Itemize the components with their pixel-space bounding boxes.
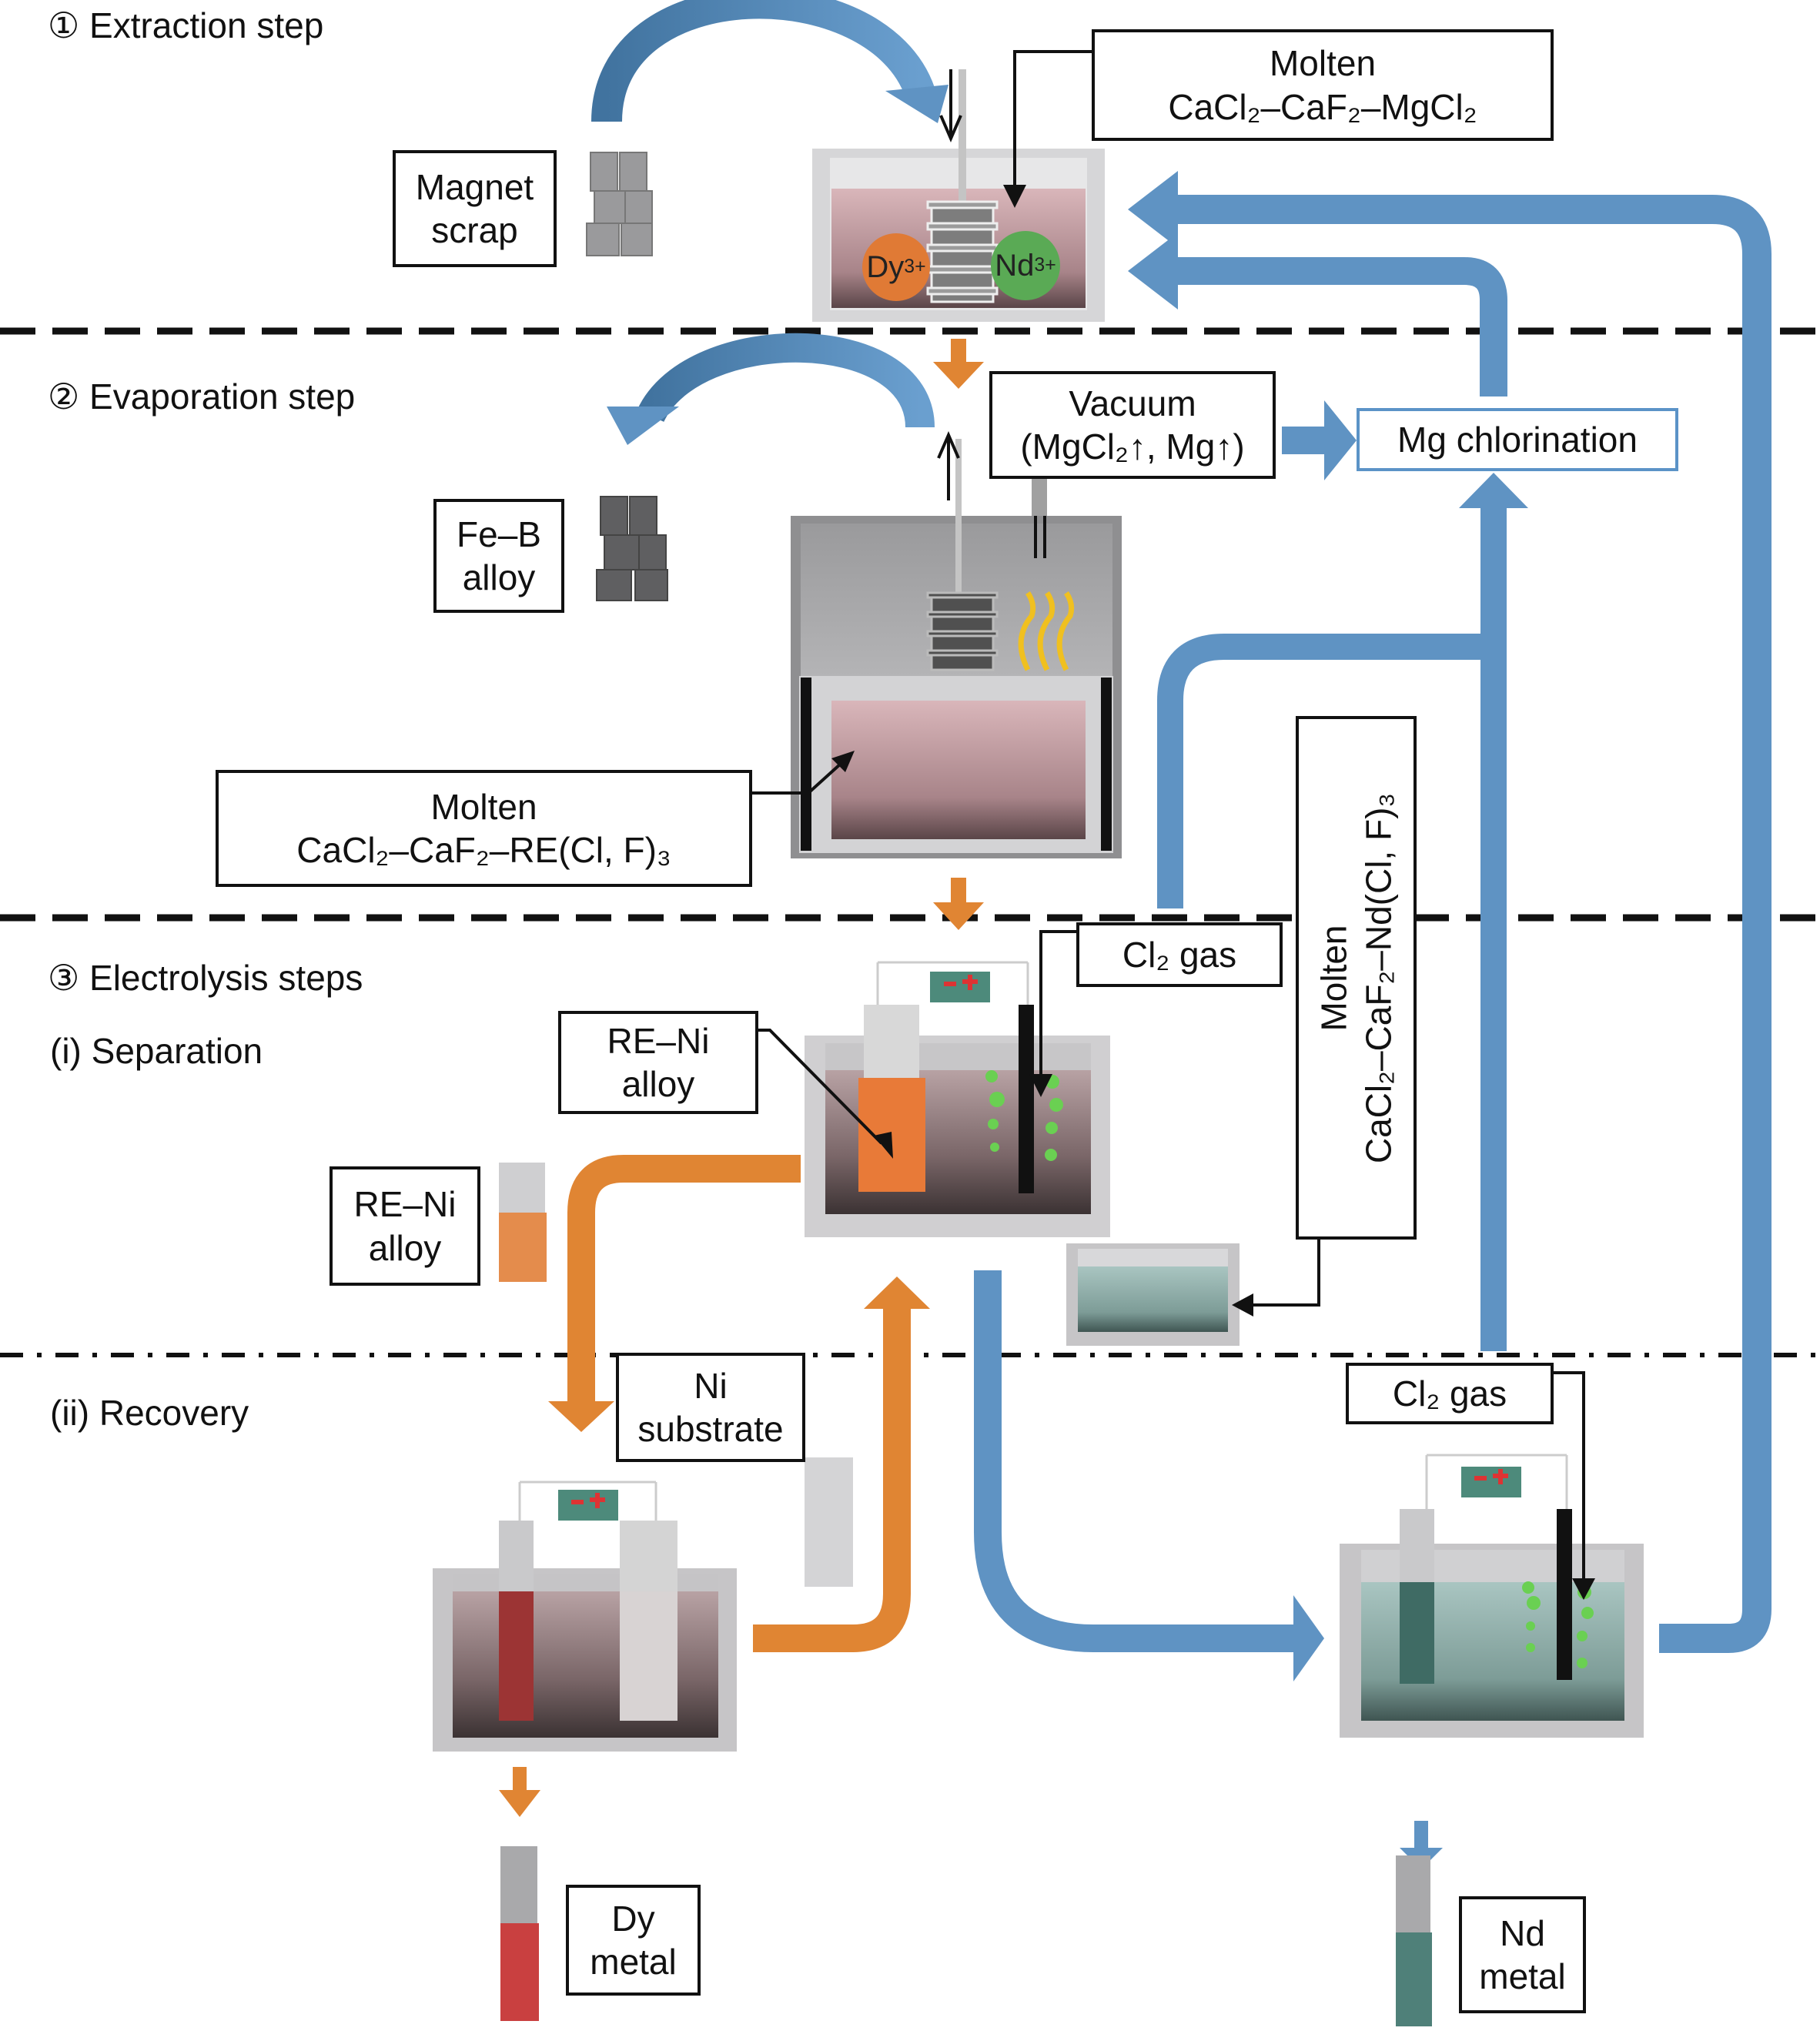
step-number: ③ bbox=[48, 958, 80, 998]
power-supply-icon bbox=[930, 972, 990, 1002]
step-label: Evaporation step bbox=[89, 376, 356, 417]
label-ni-substrate: Ni substrate bbox=[616, 1353, 805, 1462]
blue-flow-inner-return bbox=[1178, 257, 1507, 396]
orange-flow-sep-to-recovery bbox=[567, 1155, 801, 1401]
nd-salt-tank bbox=[1066, 1243, 1240, 1346]
label-cl2-gas-separation: Cl₂ gas bbox=[1076, 922, 1283, 987]
blue-flow-to-nd-cell bbox=[974, 1270, 1293, 1652]
nd-recovery-cell bbox=[1340, 1454, 1644, 1738]
re-ni-alloy-piece bbox=[499, 1213, 547, 1282]
step-number: ① bbox=[48, 5, 80, 45]
power-supply-icon bbox=[1461, 1467, 1521, 1497]
label-molten-nd: Molten CaCl₂–CaF₂–Nd(Cl, F)₃ bbox=[1296, 716, 1417, 1240]
heat-icon bbox=[1018, 591, 1075, 671]
label-cl2-gas-recovery: Cl₂ gas bbox=[1346, 1363, 1554, 1424]
graphite-anode bbox=[1019, 1005, 1034, 1193]
arrowhead-mg-chlorination-up bbox=[1459, 473, 1528, 508]
fe-b-basket bbox=[926, 591, 999, 671]
step-label: Electrolysis steps bbox=[89, 958, 363, 998]
arc-feed-arrowhead bbox=[885, 85, 948, 123]
step-label: Extraction step bbox=[89, 5, 324, 45]
graphite-anode bbox=[1557, 1509, 1572, 1680]
step-number: ② bbox=[48, 376, 80, 417]
arrowhead-dy-metal bbox=[499, 1790, 540, 1817]
blue-flow-cl2-separation bbox=[1157, 634, 1494, 908]
nd-cathode bbox=[1400, 1582, 1434, 1684]
magnet-scrap-blocks bbox=[586, 152, 653, 256]
arrowhead-electrolysis bbox=[933, 902, 984, 930]
blue-arc-feb bbox=[637, 333, 935, 429]
evaporation-chamber bbox=[791, 430, 1122, 858]
leader-arrowheads bbox=[831, 185, 1595, 1600]
re-ni-electrode bbox=[858, 1078, 925, 1192]
nd-metal-rod bbox=[1396, 1932, 1432, 2026]
leader-lines bbox=[751, 50, 1585, 1582]
label-nd-metal: Nd metal bbox=[1459, 1896, 1586, 2013]
ni-substrate-piece bbox=[805, 1457, 853, 1587]
ni-anode bbox=[620, 1591, 677, 1721]
section-title-electrolysis: ③ Electrolysis steps bbox=[48, 957, 363, 999]
fe-b-blocks bbox=[596, 496, 668, 601]
subsection-recovery: (ii) Recovery bbox=[50, 1393, 249, 1433]
orange-flow-paths bbox=[513, 339, 966, 1790]
arrowhead-nd-cell bbox=[1293, 1595, 1324, 1681]
subsection-separation: (i) Separation bbox=[50, 1031, 263, 1071]
label-vacuum: Vacuum (MgCl₂↑, Mg↑) bbox=[989, 371, 1276, 479]
section-title-evaporation: ② Evaporation step bbox=[48, 376, 355, 417]
label-fe-b-alloy: Fe–B alloy bbox=[433, 499, 564, 613]
extraction-crucible bbox=[812, 69, 1105, 322]
magnet-basket bbox=[926, 200, 999, 303]
separation-cell bbox=[805, 961, 1110, 1237]
label-molten-mgcl2: Molten CaCl₂–CaF₂–MgCl₂ bbox=[1092, 29, 1554, 141]
label-mg-chlorination: Mg chlorination bbox=[1357, 408, 1678, 471]
label-dy-metal: Dy metal bbox=[566, 1885, 701, 1996]
orange-flow-recovery-to-sep bbox=[753, 1309, 911, 1652]
arrowhead-extraction-upper bbox=[1128, 171, 1178, 248]
arrowhead-separation-cell bbox=[864, 1276, 930, 1309]
arrowhead-evap bbox=[933, 362, 984, 389]
blue-flow-outer-return bbox=[1178, 195, 1771, 1653]
orange-arrowheads bbox=[499, 362, 984, 1817]
section-title-extraction: ① Extraction step bbox=[48, 5, 323, 46]
arrowhead-extraction-lower bbox=[1128, 233, 1178, 310]
label-re-ni-alloy-piece: RE–Ni alloy bbox=[330, 1166, 480, 1286]
label-magnet-scrap: Magnet scrap bbox=[393, 150, 557, 267]
label-re-ni-alloy-cell: RE–Ni alloy bbox=[558, 1011, 758, 1114]
dy-cathode bbox=[499, 1591, 534, 1721]
arrowhead-mg-chlorination-side bbox=[1324, 400, 1357, 480]
arc-feb-arrowhead bbox=[607, 407, 679, 445]
arrowhead-recovery-cell bbox=[548, 1401, 614, 1432]
power-supply-icon bbox=[558, 1490, 618, 1521]
label-molten-re: Molten CaCl₂–CaF₂–RE(Cl, F)₃ bbox=[216, 770, 752, 887]
blue-flow-paths bbox=[974, 195, 1771, 1848]
blue-arc-feed bbox=[591, 0, 935, 122]
molten-nd-text: Molten CaCl₂–CaF₂–Nd(Cl, F)₃ bbox=[1313, 792, 1398, 1163]
dy-metal-rod bbox=[500, 1923, 539, 2021]
dy-recovery-cell bbox=[433, 1481, 737, 1752]
